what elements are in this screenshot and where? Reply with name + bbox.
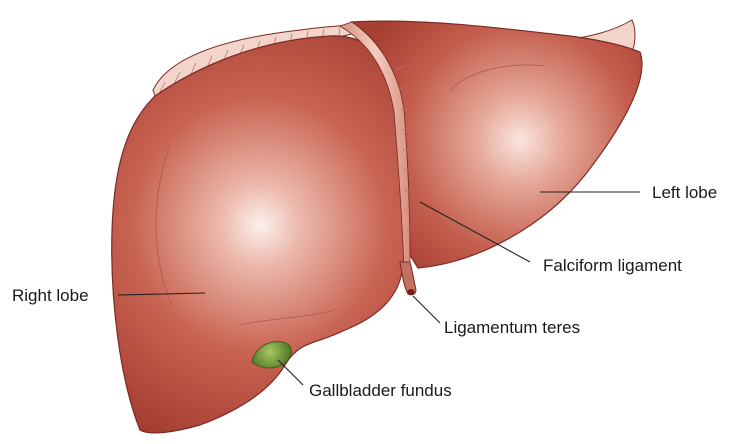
label-left-lobe: Left lobe — [652, 183, 717, 203]
label-right-lobe: Right lobe — [12, 286, 89, 306]
leader-line-gallbladder — [278, 360, 303, 385]
label-falciform-ligament: Falciform ligament — [543, 256, 682, 276]
label-gallbladder-fundus: Gallbladder fundus — [309, 381, 452, 401]
ligamentum-teres-shape — [400, 262, 416, 295]
label-ligamentum-teres: Ligamentum teres — [444, 318, 580, 338]
leader-line-teres — [413, 296, 440, 323]
ligamentum-teres-tip — [408, 289, 415, 295]
